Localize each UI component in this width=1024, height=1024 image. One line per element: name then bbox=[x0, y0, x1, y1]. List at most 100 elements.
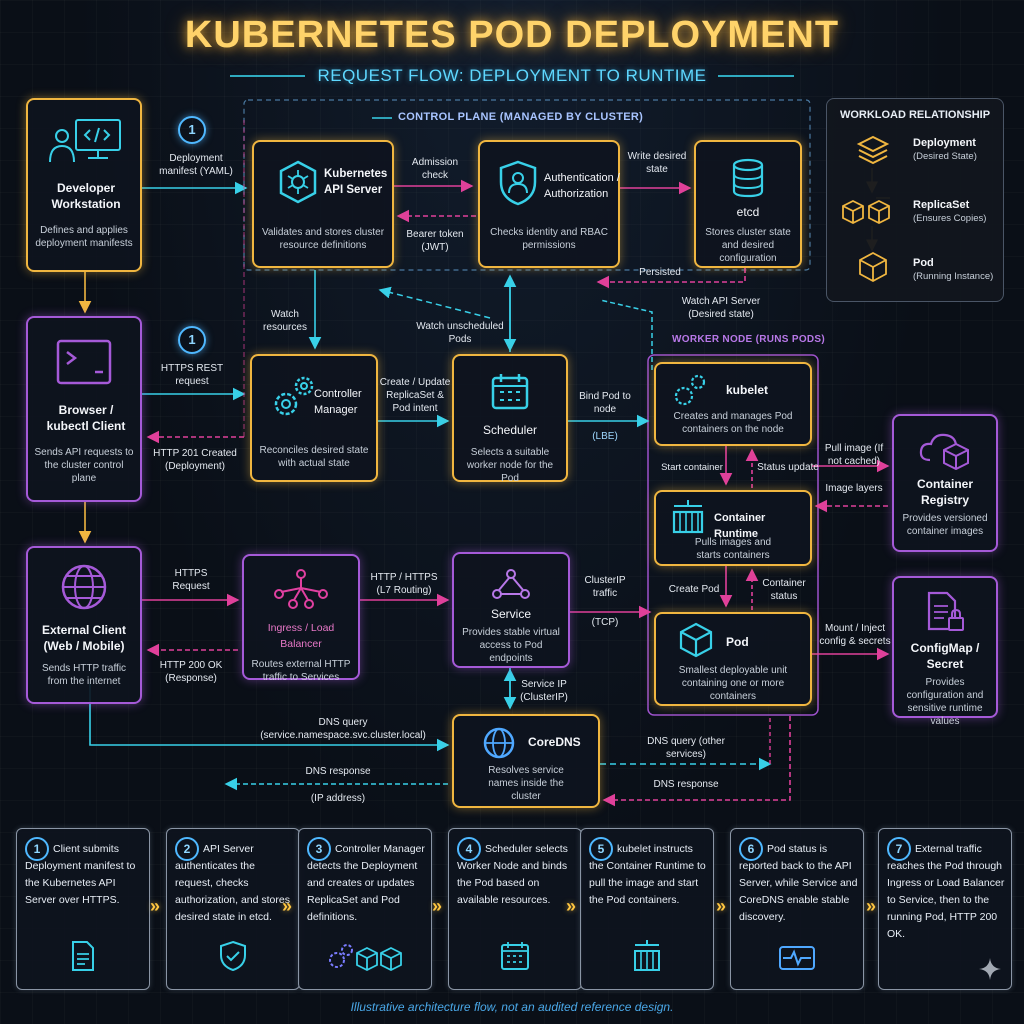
label-create-pod: Create Pod bbox=[668, 584, 720, 595]
label-lbe: (LBE) bbox=[592, 431, 618, 442]
developer-workstation-desc: Defines and applies deployment manifests bbox=[35, 225, 133, 249]
label-clusterip: ClusterIP traffic bbox=[584, 575, 626, 599]
step-number: 5 bbox=[589, 837, 613, 861]
workload-deployment-name: Deployment bbox=[913, 137, 976, 149]
workload-replicaset: ReplicaSet (Ensures Copies) bbox=[842, 193, 1001, 243]
external-client-node[interactable]: External Client (Web / Mobile) Sends HTT… bbox=[26, 546, 142, 704]
chevron-right-icon: » bbox=[716, 896, 727, 916]
developer-workstation-node[interactable]: Developer Workstation Defines and applie… bbox=[26, 98, 142, 272]
step-text: External traffic reaches the Pod through… bbox=[887, 843, 1005, 940]
configmap-secret-desc: Provides configuration and sensitive run… bbox=[906, 677, 984, 727]
gears-icon bbox=[274, 376, 314, 416]
label-bind-pod: Bind Pod to node bbox=[579, 391, 631, 415]
scheduler-node[interactable]: Scheduler Selects a suitable worker node… bbox=[452, 354, 568, 484]
label-ip-address: (IP address) bbox=[310, 793, 366, 804]
coredns-name: CoreDNS bbox=[528, 735, 581, 749]
container-registry-name: Container Registry bbox=[916, 477, 973, 507]
label-https-rest: HTTPS REST request bbox=[160, 363, 224, 387]
label-dns-response-right: DNS response bbox=[653, 779, 719, 790]
step-number: 2 bbox=[175, 837, 199, 861]
step-card-7: 7 External traffic reaches the Pod throu… bbox=[878, 828, 1012, 990]
pod-node[interactable]: Pod Smallest deployable unit containing … bbox=[654, 612, 812, 706]
label-mount: Mount / Inject config & secrets bbox=[819, 623, 891, 647]
kubernetes-icon bbox=[279, 160, 317, 204]
configmap-secret-name: ConfigMap / Secret bbox=[910, 641, 980, 671]
controller-manager-desc: Reconciles desired state with actual sta… bbox=[259, 445, 369, 469]
service-name: Service bbox=[490, 607, 531, 621]
pod-name: Pod bbox=[726, 635, 749, 649]
label-http-https: HTTP / HTTPS (L7 Routing) bbox=[370, 572, 438, 596]
api-server-name: Kubernetes API Server bbox=[324, 168, 388, 196]
external-client-desc: Sends HTTP traffic from the internet bbox=[41, 663, 127, 687]
cube-icon bbox=[859, 251, 887, 283]
label-create-update: Create / Update ReplicaSet & Pod intent bbox=[379, 377, 451, 414]
worker-node-zone bbox=[647, 354, 819, 716]
kubelet-node[interactable]: kubelet Creates and manages Pod containe… bbox=[654, 362, 812, 446]
workload-replicaset-sub: (Ensures Copies) bbox=[913, 213, 987, 224]
step-text: Pod status is reported back to the API S… bbox=[739, 843, 858, 923]
step-text: API Server authenticates the request, ch… bbox=[175, 843, 290, 923]
api-server-desc: Validates and stores cluster resource de… bbox=[261, 227, 385, 251]
controller-manager-node[interactable]: Controller Manager Reconciles desired st… bbox=[250, 354, 378, 482]
footer-note: Illustrative architecture flow, not an a… bbox=[350, 1000, 674, 1014]
database-icon bbox=[732, 158, 764, 198]
step-text: Scheduler selects Worker Node and binds … bbox=[457, 843, 568, 906]
step-card-1: 1 Client submits Deployment manifest to … bbox=[16, 828, 150, 990]
workload-deployment-sub: (Desired State) bbox=[913, 151, 977, 162]
label-container-status: Container status bbox=[762, 578, 806, 602]
coredns-node[interactable]: CoreDNS Resolves service names inside th… bbox=[452, 714, 600, 808]
browser-kubectl-node[interactable]: Browser / kubectl Client Sends API reque… bbox=[26, 316, 142, 502]
service-desc: Provides stable virtual access to Pod en… bbox=[462, 627, 560, 664]
auth-node[interactable]: Authentication / Authorization Checks id… bbox=[478, 140, 620, 268]
step-number: 3 bbox=[307, 837, 331, 861]
scheduler-desc: Selects a suitable worker node for the P… bbox=[466, 447, 554, 484]
calendar-icon bbox=[501, 942, 529, 970]
worker-node-label: WORKER NODE (RUNS PODS) bbox=[672, 334, 826, 345]
network-icon bbox=[274, 569, 328, 609]
configmap-secret-node[interactable]: ConfigMap / Secret Provides configuratio… bbox=[892, 576, 998, 727]
label-watch-resources: Watch resources bbox=[263, 309, 307, 333]
ingress-node[interactable]: Ingress / Load Balancer Routes external … bbox=[242, 554, 360, 683]
workload-pod: Pod (Running Instance) bbox=[851, 251, 1001, 301]
layers-icon bbox=[856, 135, 890, 165]
step-text: Client submits Deployment manifest to th… bbox=[25, 843, 136, 906]
api-server-node[interactable]: Kubernetes API Server Validates and stor… bbox=[252, 140, 394, 268]
workload-pod-name: Pod bbox=[913, 257, 934, 269]
service-node[interactable]: Service Provides stable virtual access t… bbox=[452, 552, 570, 668]
shield-check-icon bbox=[220, 940, 246, 972]
chevron-right-icon: » bbox=[866, 896, 877, 916]
label-tcp: (TCP) bbox=[591, 617, 619, 628]
auth-name: Authentication / Authorization bbox=[544, 172, 620, 200]
step-card-6: 6 Pod status is reported back to the API… bbox=[730, 828, 864, 990]
step-number: 6 bbox=[739, 837, 763, 861]
pod-desc: Smallest deployable unit containing one … bbox=[678, 665, 788, 702]
container-icon bbox=[672, 500, 704, 534]
gears-icon bbox=[674, 374, 706, 406]
step-badge-middle: 1 bbox=[178, 326, 206, 354]
label-bearer: Bearer token (JWT) bbox=[406, 229, 464, 253]
chevron-right-icon: » bbox=[150, 896, 161, 916]
controller-manager-name: Controller Manager bbox=[314, 388, 362, 416]
step-card-5: 5 kubelet instructs the Container Runtim… bbox=[580, 828, 714, 990]
label-https-request: HTTPS Request bbox=[172, 568, 210, 592]
cloud-box-icon bbox=[919, 433, 969, 470]
page-title: KUBERNETES POD DEPLOYMENT bbox=[184, 14, 840, 56]
container-runtime-name: Container Runtime bbox=[714, 512, 766, 540]
etcd-node[interactable]: etcd Stores cluster state and desired co… bbox=[694, 140, 802, 268]
workload-relationship-title: WORKLOAD RELATIONSHIP bbox=[839, 109, 991, 121]
container-runtime-desc: Pulls images and starts containers bbox=[694, 537, 772, 561]
step-number: 1 bbox=[25, 837, 49, 861]
container-icon bbox=[634, 940, 660, 971]
label-watch-api: Watch API Server (Desired state) bbox=[681, 296, 761, 320]
sparkle-icon bbox=[979, 958, 1001, 980]
label-watch-unscheduled: Watch unscheduled Pods bbox=[416, 321, 504, 345]
developer-monitor-icon bbox=[49, 119, 121, 163]
step-text: Controller Manager detects the Deploymen… bbox=[307, 843, 425, 923]
container-registry-node[interactable]: Container Registry Provides versioned co… bbox=[892, 414, 998, 552]
terminal-icon bbox=[56, 339, 112, 385]
cubes-icon bbox=[842, 199, 890, 225]
ingress-desc: Routes external HTTP traffic to Services bbox=[251, 659, 351, 683]
container-runtime-node[interactable]: Container Runtime Pulls images and start… bbox=[654, 490, 812, 566]
label-http201: HTTP 201 Created (Deployment) bbox=[153, 448, 237, 472]
